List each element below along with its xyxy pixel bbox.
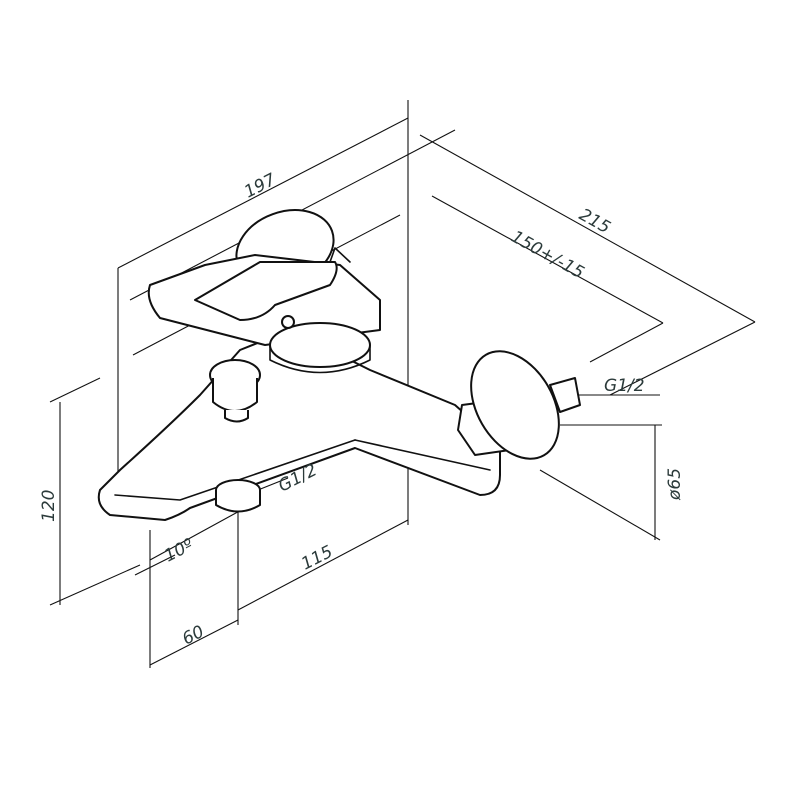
dim-115: 115 <box>298 542 336 575</box>
dim-197: 197 <box>241 170 279 203</box>
dimension-lines <box>49 100 756 668</box>
dim-150: 150+/-15 <box>508 227 588 283</box>
diverter-knob <box>209 359 261 423</box>
right-connector <box>457 350 581 460</box>
dim-g12-right: G1/2 <box>604 376 645 396</box>
dim-215: 215 <box>576 205 614 238</box>
outlet-connector <box>215 479 261 513</box>
dim-10deg: 10º <box>161 535 197 566</box>
dim-65: ø65 <box>665 468 685 501</box>
mixer-body <box>97 247 501 521</box>
dim-60: 60 <box>179 622 207 650</box>
dim-120: 120 <box>39 490 59 522</box>
